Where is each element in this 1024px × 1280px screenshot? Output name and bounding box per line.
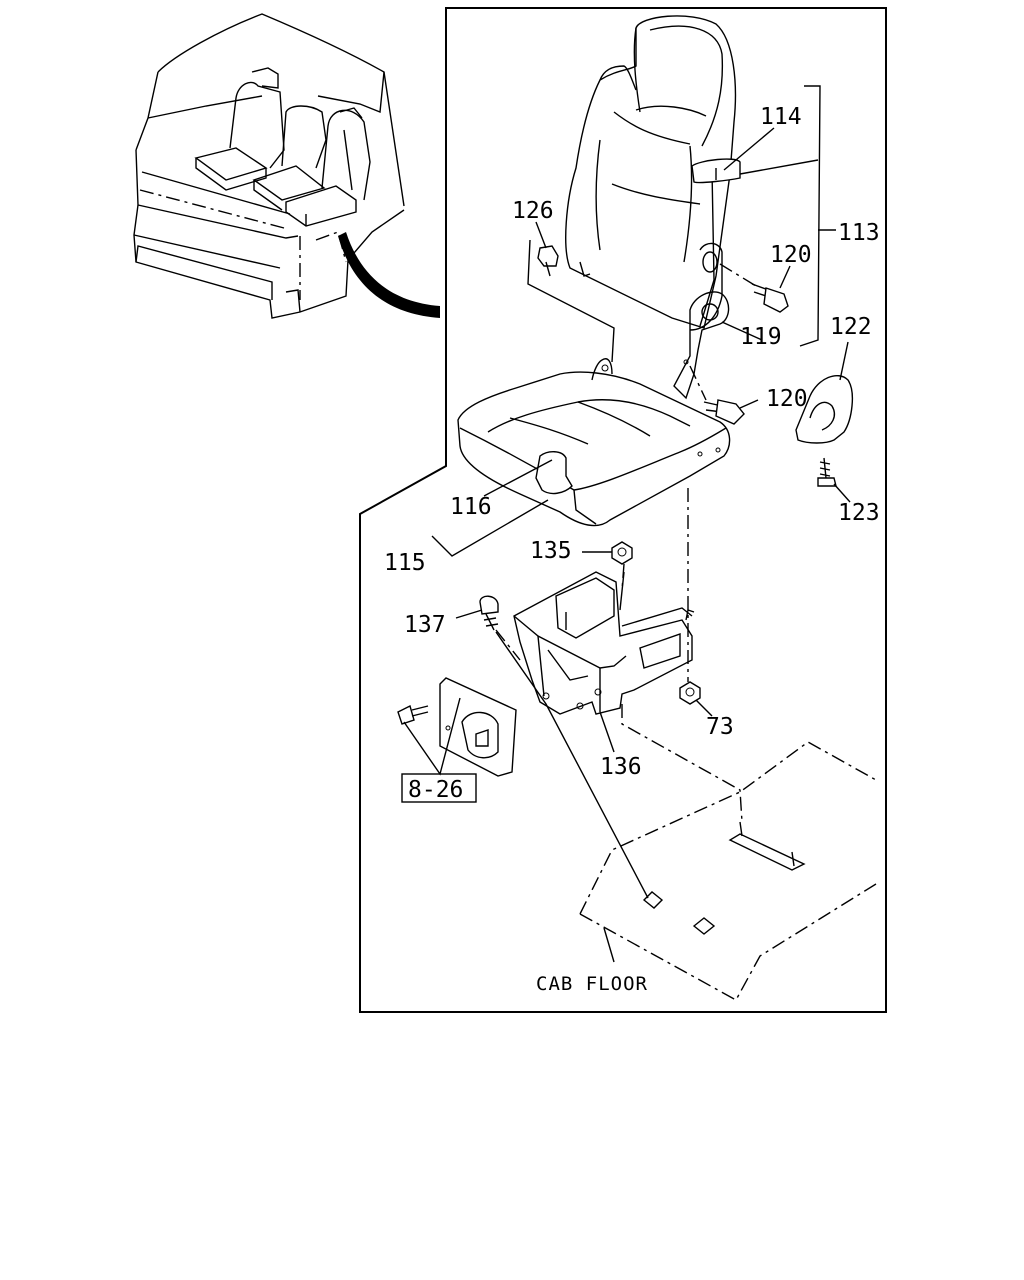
callout-arrow xyxy=(338,232,440,318)
bolt-120-upper xyxy=(751,283,789,313)
label-135: 135 xyxy=(530,538,572,564)
cab-overview xyxy=(133,13,440,319)
label-120-upper: 120 xyxy=(770,242,812,268)
hinge-bracket xyxy=(673,291,730,400)
bolt-137 xyxy=(479,595,499,631)
cover-plate xyxy=(439,677,517,777)
label-116: 116 xyxy=(450,494,492,520)
screw-123 xyxy=(817,457,837,487)
detail-frame xyxy=(359,7,887,1013)
label-114: 114 xyxy=(760,104,802,130)
reference-label: 8-26 xyxy=(408,777,463,803)
label-73: 73 xyxy=(706,714,734,740)
label-126: 126 xyxy=(512,198,554,224)
label-120-lower: 120 xyxy=(766,386,808,412)
label-115: 115 xyxy=(384,550,426,576)
knob-cover xyxy=(795,375,854,444)
label-136: 136 xyxy=(600,754,642,780)
label-119: 119 xyxy=(740,324,782,350)
seat-base-frame xyxy=(513,571,695,715)
bolt-826 xyxy=(397,704,429,725)
label-122: 122 xyxy=(830,314,872,340)
label-113: 113 xyxy=(838,220,880,246)
seat-cushion xyxy=(457,358,731,527)
nut-73 xyxy=(679,681,701,705)
bolt-120-lower xyxy=(703,399,745,425)
leader-lines xyxy=(403,85,851,963)
nut-135 xyxy=(611,541,633,565)
seat-back xyxy=(565,15,741,331)
cab-floor xyxy=(579,741,877,1001)
part-labels: 113 114 126 120 119 122 120 116 123 135 … xyxy=(384,104,880,995)
label-123: 123 xyxy=(838,500,880,526)
clip-126 xyxy=(537,245,559,277)
label-137: 137 xyxy=(404,612,446,638)
reference-box xyxy=(401,773,477,803)
cab-floor-label: CAB FLOOR xyxy=(536,973,648,995)
